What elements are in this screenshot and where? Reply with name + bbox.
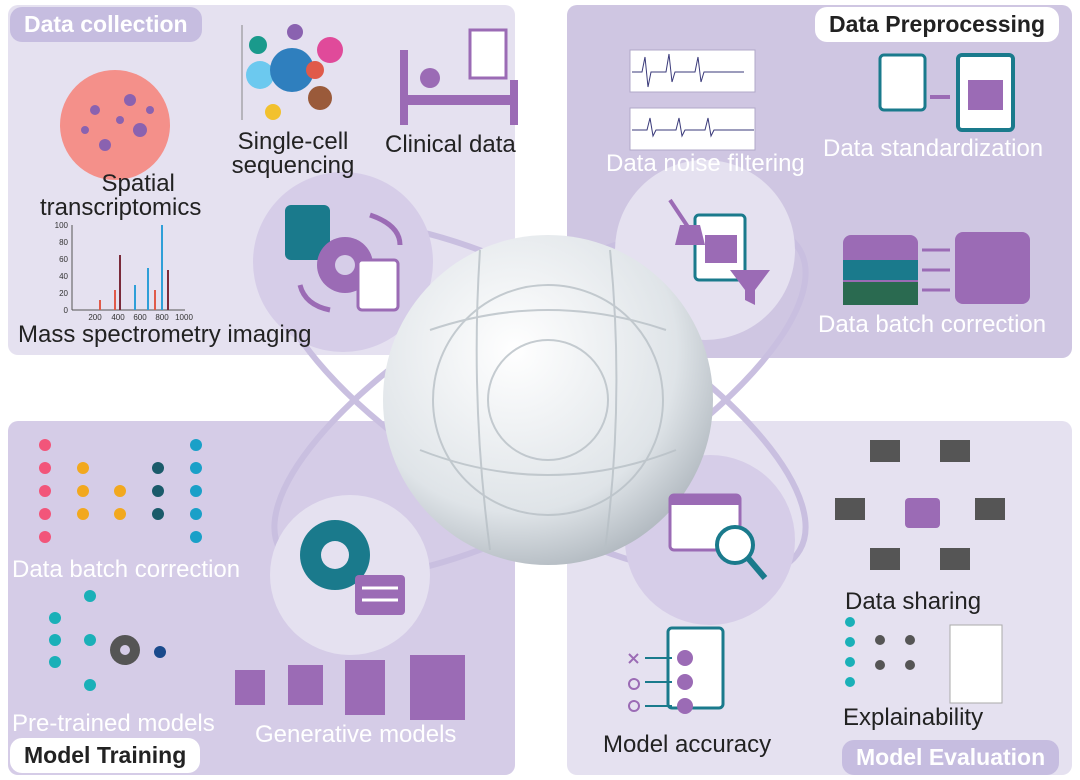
spatial-transcriptomics-image: [60, 70, 170, 180]
standardization-label: Data standardization: [823, 135, 1044, 162]
model-training-tag: Model Training: [10, 738, 201, 773]
x-tick: 800: [155, 313, 169, 322]
noise-filtering-label: Data noise filtering: [606, 150, 805, 177]
clinical-data-label: Clinical data: [385, 131, 516, 158]
label-line: Single-cell: [237, 128, 349, 155]
spatial-transcriptomics-label: Spatial transcriptomics: [40, 170, 201, 220]
y-tick: 40: [59, 272, 68, 281]
database-batch-icon: [843, 232, 1030, 305]
generative-model-blocks: [235, 655, 465, 720]
pretrained-models-label: Pre-trained models: [12, 710, 215, 737]
x-tick: 200: [88, 313, 102, 322]
y-tick: 20: [59, 289, 68, 298]
training-batch-correction-label: Data batch correction: [12, 556, 241, 583]
mass-spec-chart: [71, 225, 185, 311]
mass-spec-x-ticks: 200 400 600 800 1000: [88, 313, 193, 322]
label-line: Spatial: [101, 170, 175, 197]
x-tick: 400: [111, 313, 125, 322]
model-evaluation-tag: Model Evaluation: [842, 740, 1060, 775]
pretrained-network-image: [49, 590, 166, 691]
mass-spectrometry-label: Mass spectrometry imaging: [18, 321, 312, 348]
y-tick: 60: [59, 255, 68, 264]
mass-spec-y-ticks: 0 20 40 60 80 100: [55, 221, 69, 315]
single-cell-umap-image: [241, 24, 343, 120]
data-standardization-icon: [878, 53, 1015, 132]
y-tick: 0: [64, 306, 69, 315]
label-line: transcriptomics: [40, 194, 202, 221]
browser-magnifier-icon: [668, 493, 768, 580]
model-accuracy-label: Model accuracy: [603, 731, 772, 758]
autoencoder-network-image: [39, 439, 202, 543]
explainability-network-icon: [845, 617, 1003, 704]
single-cell-sequencing-label: Single-cell sequencing: [228, 130, 358, 178]
explainability-label: Explainability: [843, 704, 984, 731]
label-line: sequencing: [231, 152, 355, 179]
batch-correction-label: Data batch correction: [818, 311, 1047, 338]
hospital-bed-icon: [400, 28, 518, 125]
broom-filter-icon: [668, 198, 770, 305]
y-tick: 100: [55, 221, 69, 230]
x-tick: 1000: [175, 313, 193, 322]
generative-models-label: Generative models: [255, 721, 457, 748]
gear-cube-icon: [300, 520, 405, 615]
x-tick: 600: [133, 313, 147, 322]
data-preprocessing-tag: Data Preprocessing: [815, 7, 1060, 42]
data-collection-tag: Data collection: [10, 7, 202, 42]
y-tick: 80: [59, 238, 68, 247]
data-sharing-network-icon: [835, 440, 1005, 570]
database-gear-icon: [285, 205, 403, 313]
data-sharing-label: Data sharing: [845, 588, 982, 615]
organoid-sphere: [383, 235, 713, 565]
ecg-signal-images: [629, 49, 756, 151]
model-accuracy-icon: [628, 626, 725, 714]
